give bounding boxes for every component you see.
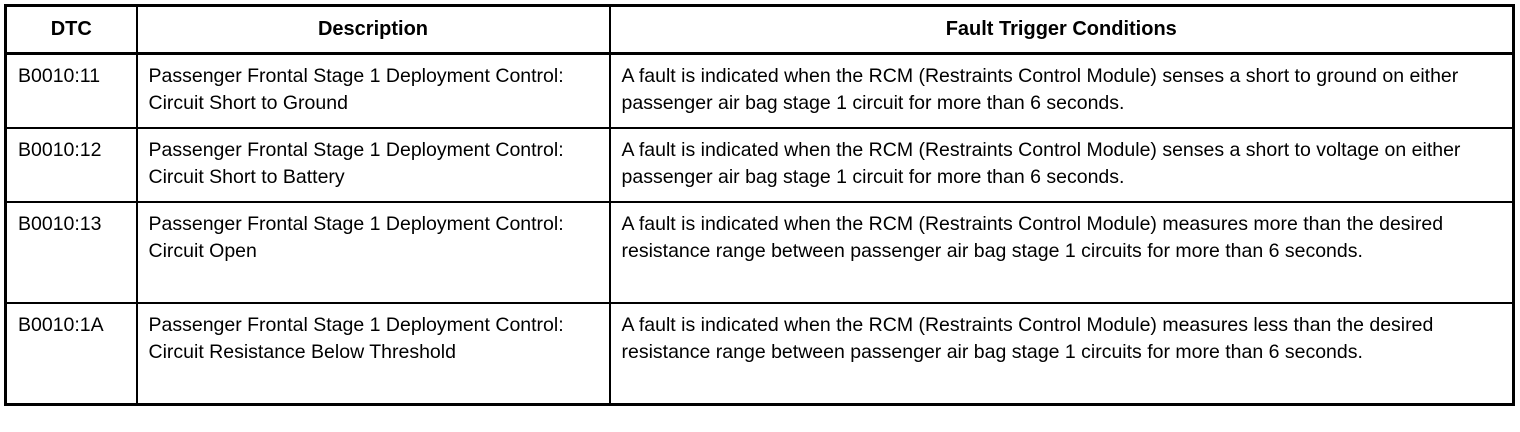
cell-fault-conditions: A fault is indicated when the RCM (Restr… xyxy=(608,302,1515,405)
table-row: B0010:13 Passenger Frontal Stage 1 Deplo… xyxy=(4,201,1515,304)
column-header-fault-trigger-conditions: Fault Trigger Conditions xyxy=(608,4,1515,55)
column-header-description: Description xyxy=(135,4,611,55)
dtc-fault-table-container: DTC Description Fault Trigger Conditions… xyxy=(4,4,1515,406)
dtc-fault-table: DTC Description Fault Trigger Conditions… xyxy=(4,4,1515,406)
cell-description: Passenger Frontal Stage 1 Deployment Con… xyxy=(135,302,611,405)
cell-fault-conditions: A fault is indicated when the RCM (Restr… xyxy=(608,52,1515,129)
table-body: B0010:11 Passenger Frontal Stage 1 Deplo… xyxy=(4,52,1515,405)
table-row: B0010:11 Passenger Frontal Stage 1 Deplo… xyxy=(4,52,1515,129)
cell-fault-conditions: A fault is indicated when the RCM (Restr… xyxy=(608,127,1515,203)
cell-description: Passenger Frontal Stage 1 Deployment Con… xyxy=(135,127,611,203)
cell-dtc-code: B0010:11 xyxy=(4,52,138,129)
cell-fault-conditions: A fault is indicated when the RCM (Restr… xyxy=(608,201,1515,304)
table-header-row: DTC Description Fault Trigger Conditions xyxy=(4,4,1515,55)
cell-dtc-code: B0010:13 xyxy=(4,201,138,304)
cell-description: Passenger Frontal Stage 1 Deployment Con… xyxy=(135,52,611,129)
column-header-dtc: DTC xyxy=(4,4,138,55)
cell-description: Passenger Frontal Stage 1 Deployment Con… xyxy=(135,201,611,304)
table-row: B0010:12 Passenger Frontal Stage 1 Deplo… xyxy=(4,127,1515,203)
table-row: B0010:1A Passenger Frontal Stage 1 Deplo… xyxy=(4,302,1515,405)
cell-dtc-code: B0010:12 xyxy=(4,127,138,203)
table-header: DTC Description Fault Trigger Conditions xyxy=(4,4,1515,55)
cell-dtc-code: B0010:1A xyxy=(4,302,138,405)
